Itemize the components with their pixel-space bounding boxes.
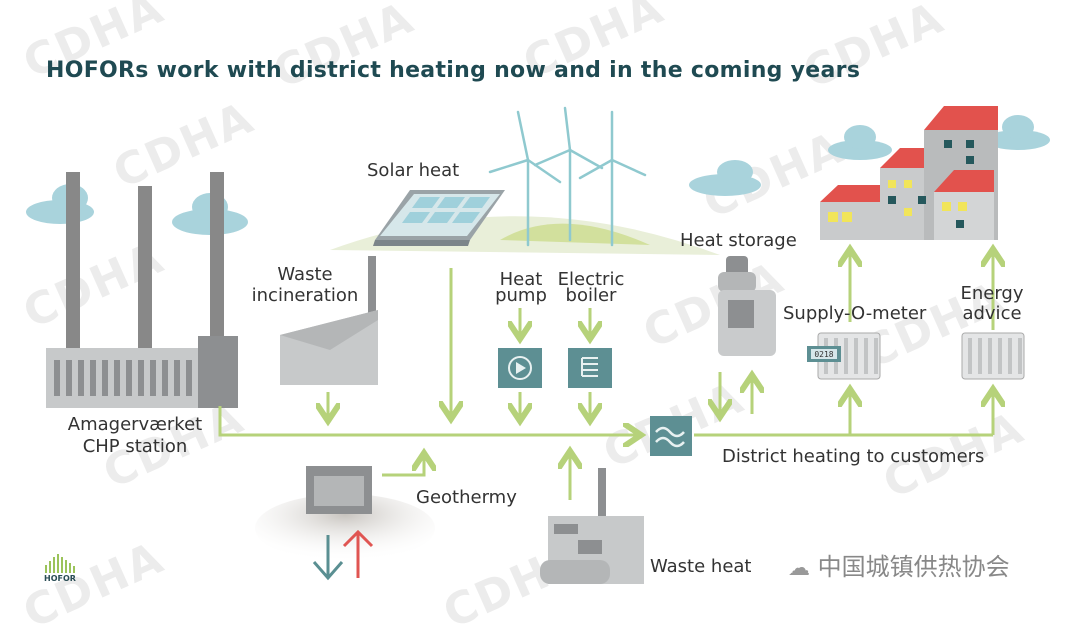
wechat-source: ☁ 中国城镇供热协会 (788, 547, 1010, 582)
heat-pump-box (498, 348, 542, 388)
label-solar-heat: Solar heat (367, 160, 460, 181)
buildings-icon (820, 106, 998, 240)
radiator-icon (961, 332, 1025, 380)
pipes (218, 252, 993, 500)
label-district-heating: District heating to customers (722, 446, 985, 467)
hofor-logo-text: HOFOR (44, 574, 76, 583)
label-chp-station: Amagerværket CHP station (67, 414, 203, 457)
wechat-source-text: 中国城镇供热协会 (817, 553, 1010, 581)
cloud-icon (689, 160, 761, 196)
waste-heat-factory-icon (540, 468, 644, 584)
wechat-icon: ☁ (788, 556, 810, 581)
label-waste-incineration: Waste incineration (251, 264, 359, 306)
incineration-plant-icon (280, 256, 378, 385)
meter-readout: 0218 (814, 350, 833, 359)
cloud-icon (26, 184, 94, 224)
label-energy-advice: Energy advice (960, 283, 1024, 324)
hofor-logo-icon (45, 554, 75, 573)
chp-station-icon (46, 172, 238, 408)
heat-exchanger-icon (650, 416, 692, 456)
label-heat-pump: Heat pump (495, 269, 547, 306)
district-heating-diagram: 0218 (26, 106, 1050, 584)
supply-o-meter-radiator-icon: 0218 (807, 332, 881, 380)
solar-panel-icon (373, 190, 505, 246)
label-geothermy: Geothermy (416, 487, 517, 508)
label-supply-o-meter: Supply-O-meter (783, 303, 927, 324)
wind-turbines-icon (488, 106, 647, 247)
cloud-icon (986, 115, 1050, 150)
heat-storage-tank-icon (718, 256, 776, 356)
label-electric-boiler: Electric boiler (557, 269, 625, 306)
cloud-icon (828, 125, 892, 160)
electric-boiler-box (568, 348, 612, 388)
geothermal-icon (255, 466, 435, 581)
label-waste-heat: Waste heat (650, 556, 752, 577)
page-title: HOFORs work with district heating now an… (46, 58, 861, 83)
label-heat-storage: Heat storage (680, 230, 797, 251)
